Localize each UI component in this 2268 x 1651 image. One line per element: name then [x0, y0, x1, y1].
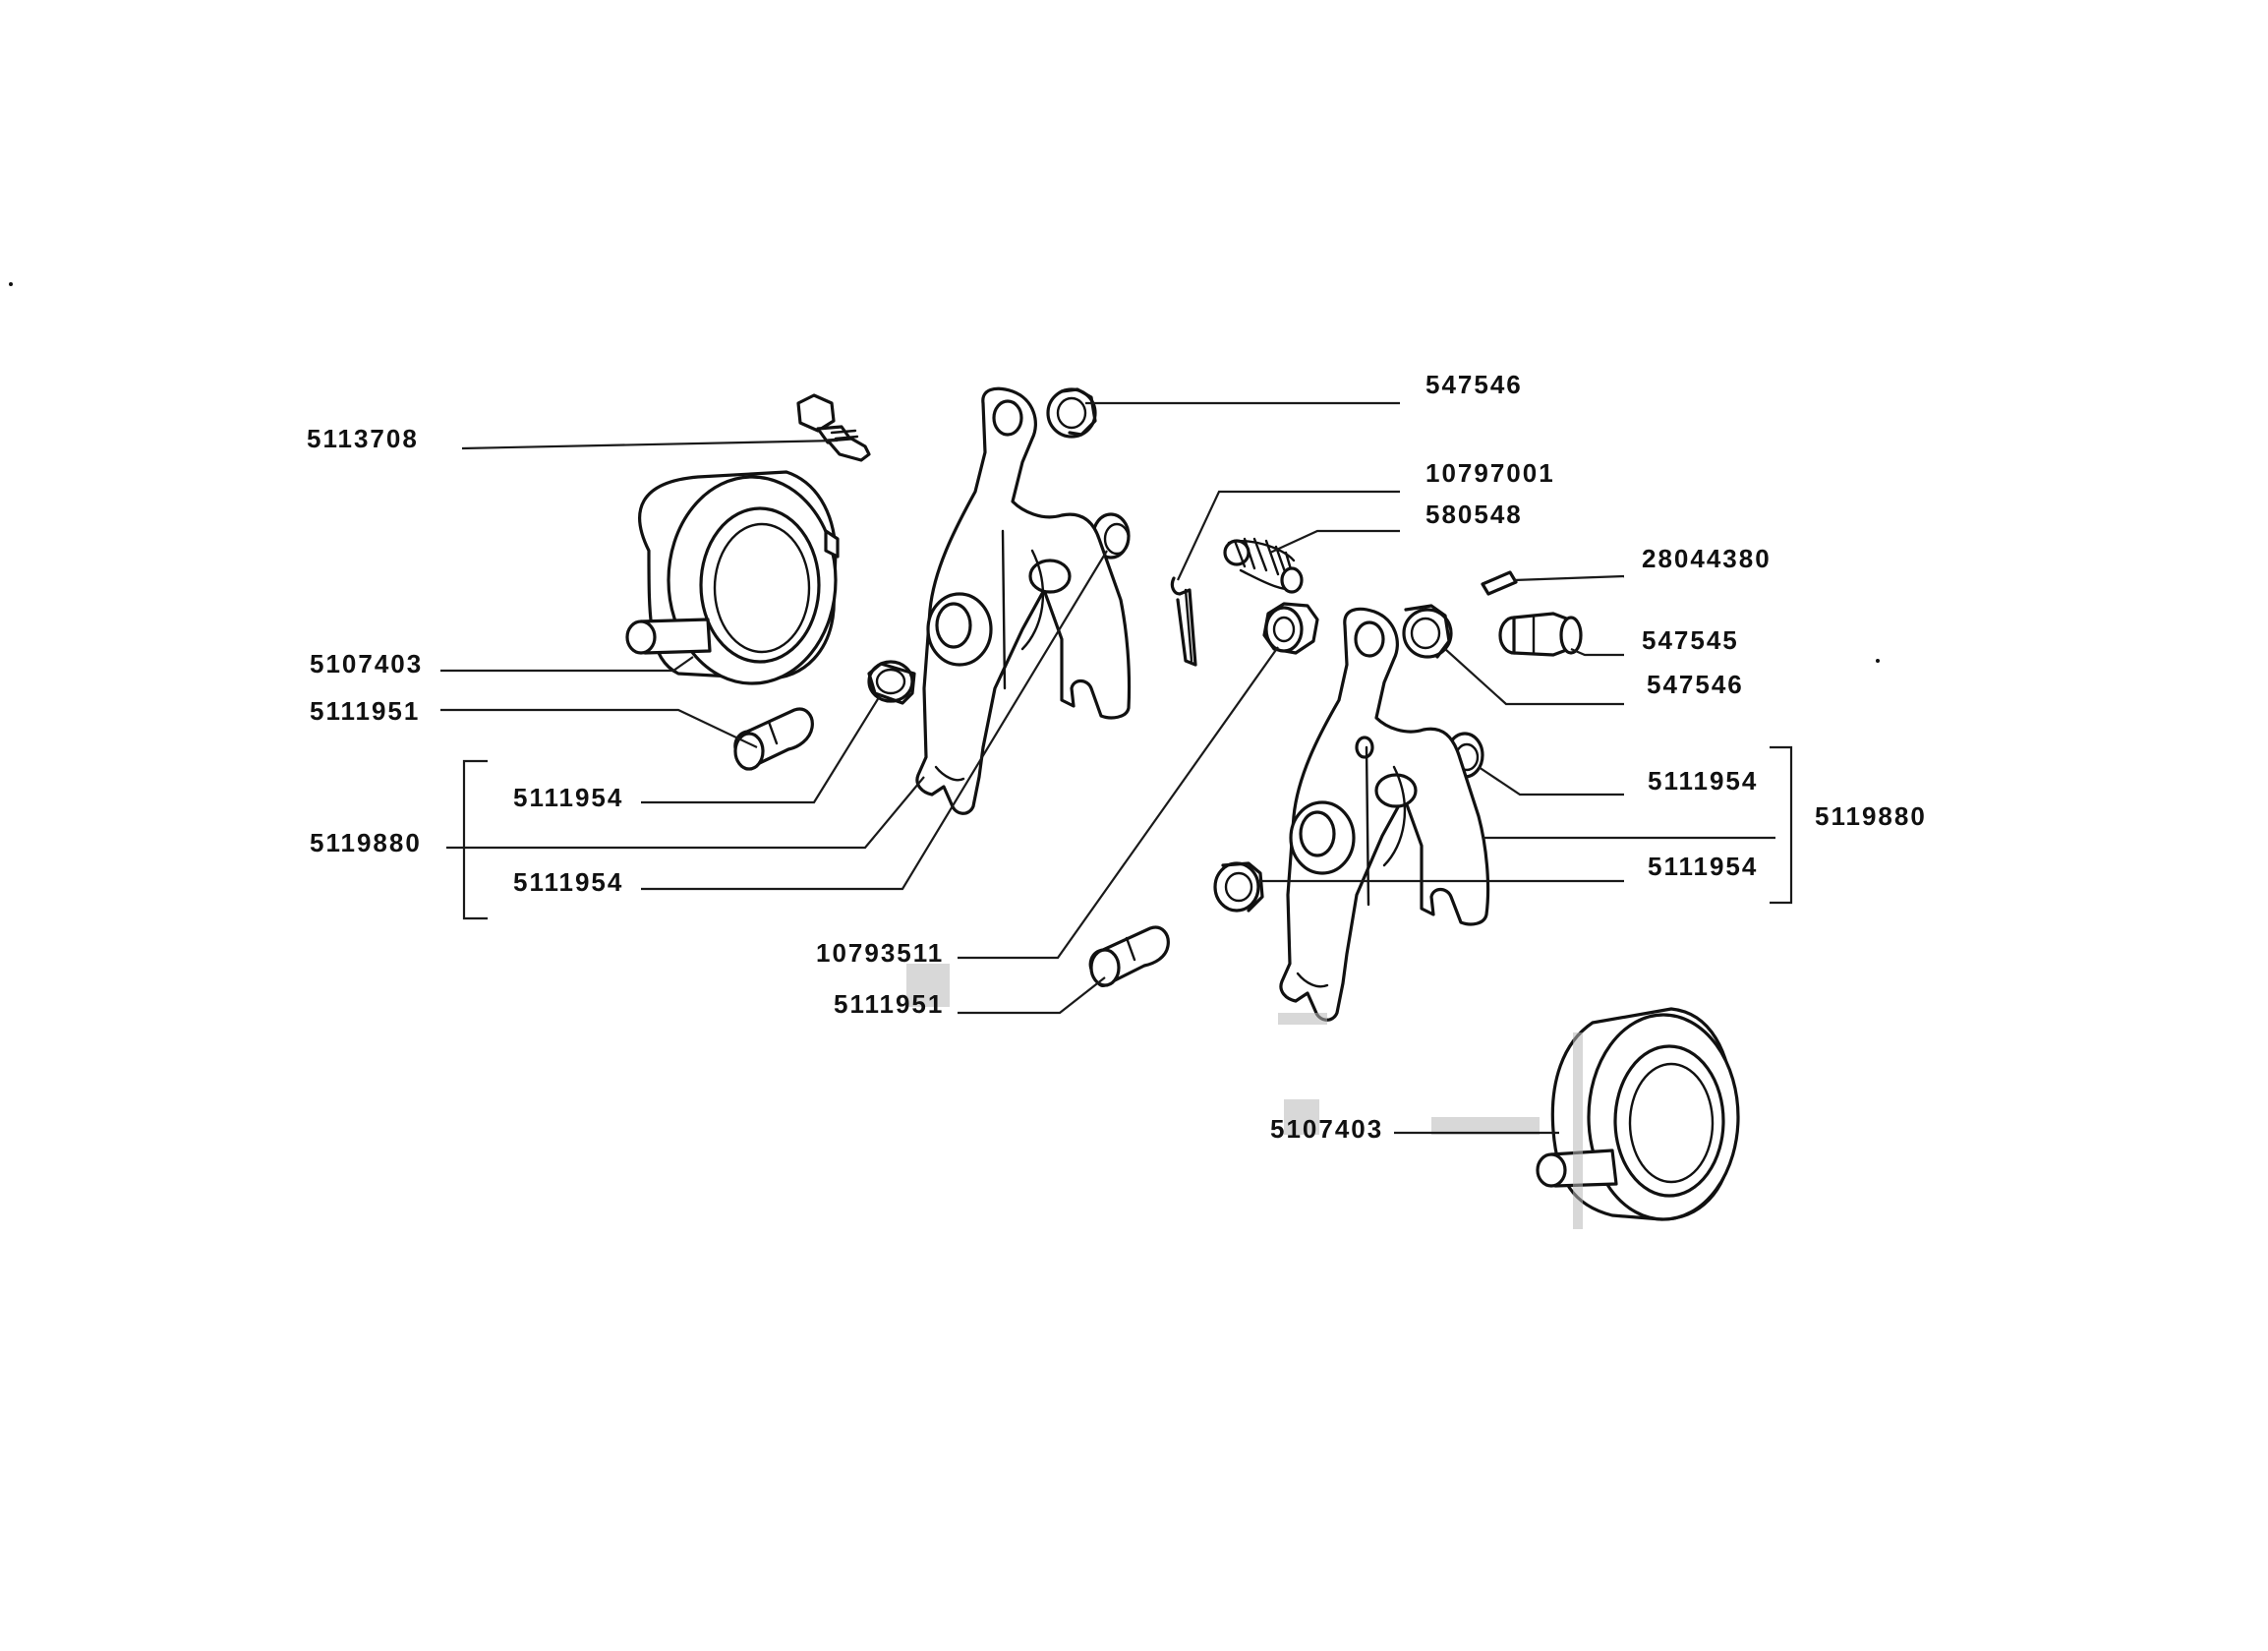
label-547546-right: 547546 — [1647, 670, 1744, 699]
pivot-stud-icon — [1498, 612, 1583, 657]
label-28044380: 28044380 — [1642, 544, 1772, 573]
label-547546-top: 547546 — [1425, 370, 1523, 399]
release-bearing-icon — [625, 470, 840, 685]
bushing-icon — [1046, 387, 1097, 439]
label-5119880-right: 5119880 — [1815, 801, 1927, 831]
bolt-icon — [796, 393, 871, 462]
label-547545: 547545 — [1642, 625, 1739, 655]
release-bearing-icon — [1536, 1007, 1740, 1229]
spring-icon — [1223, 537, 1304, 594]
bushing-icon — [1262, 602, 1319, 655]
label-5111951-left: 5111951 — [310, 696, 420, 726]
bushing-icon — [867, 660, 916, 705]
label-5113708: 5113708 — [307, 424, 419, 453]
cotter-pin-icon — [1170, 576, 1197, 667]
clutch-fork-icon — [915, 386, 1132, 815]
label-5107403-bottom: 5107403 — [1270, 1114, 1383, 1144]
pin-icon — [1088, 925, 1170, 987]
pin-icon — [1481, 570, 1518, 596]
clutch-fork-icon — [1278, 607, 1490, 1025]
pin-icon — [733, 707, 814, 771]
label-5111954-right-a: 5111954 — [1648, 766, 1758, 796]
label-580548: 580548 — [1425, 500, 1523, 529]
label-5119880-left: 5119880 — [310, 828, 422, 857]
label-5111954-left-b: 5111954 — [513, 867, 623, 897]
label-5111954-left-a: 5111954 — [513, 783, 623, 812]
label-5111954-right-b: 5111954 — [1648, 852, 1758, 881]
label-10797001: 10797001 — [1425, 458, 1555, 488]
leader-lines — [440, 401, 1793, 1135]
bushing-icon — [1213, 861, 1264, 913]
bushing-icon — [1402, 604, 1453, 659]
part-number-labels: 5113708 5107403 5111951 5111954 5119880 … — [307, 370, 1927, 1144]
label-10793511: 10793511 — [816, 938, 944, 968]
label-5107403-left: 5107403 — [310, 649, 423, 678]
label-5111951-center: 5111951 — [834, 989, 944, 1019]
